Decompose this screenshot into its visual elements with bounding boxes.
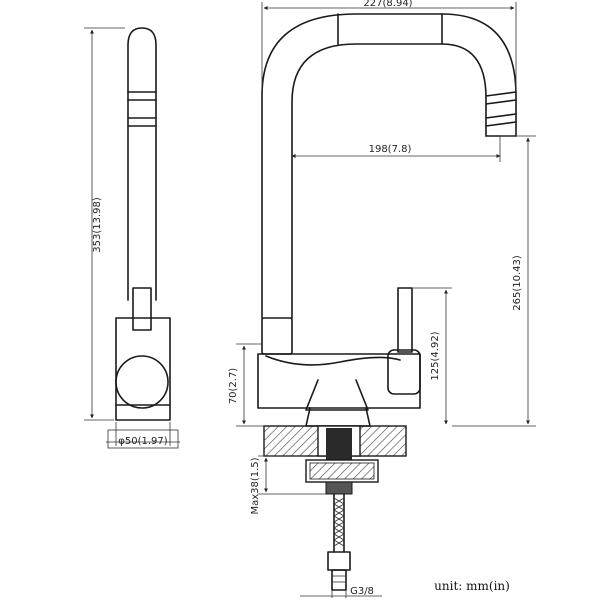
base-height-label: 70(2.7) — [228, 368, 239, 405]
unit-label: unit: mm(in) — [434, 579, 510, 593]
base-height-dimension: 70(2.7) — [228, 343, 264, 427]
thread-dimension: G3/8 — [300, 586, 382, 598]
handle-height-dimension: 125(4.92) — [412, 287, 452, 425]
reach-dimension: 198(7.8) — [291, 136, 501, 162]
countertop-section — [263, 425, 407, 460]
width-label: 227(8.94) — [363, 0, 412, 9]
front-view-faucet — [257, 13, 517, 427]
handle-height-label: 125(4.92) — [430, 331, 441, 380]
reach-label: 198(7.8) — [369, 144, 412, 155]
base-diameter-dimension: φ50(1.97) — [106, 422, 180, 449]
side-view-faucet — [115, 27, 171, 421]
base-diameter-label: φ50(1.97) — [118, 436, 167, 447]
width-dimension: 227(8.94) — [261, 0, 517, 90]
spout-height-dimension: 265(10.43) — [452, 135, 536, 427]
max-thickness-dimension: Max38(1.5) — [250, 455, 326, 515]
thread-label: G3/8 — [350, 586, 374, 597]
mounting-nut-assembly — [305, 459, 379, 495]
spout-height-label: 265(10.43) — [512, 255, 523, 311]
braided-hose — [327, 493, 351, 591]
total-height-dimension: 353(13.98) — [84, 27, 125, 421]
total-height-label: 353(13.98) — [92, 197, 103, 253]
max-thickness-label: Max38(1.5) — [250, 457, 261, 514]
